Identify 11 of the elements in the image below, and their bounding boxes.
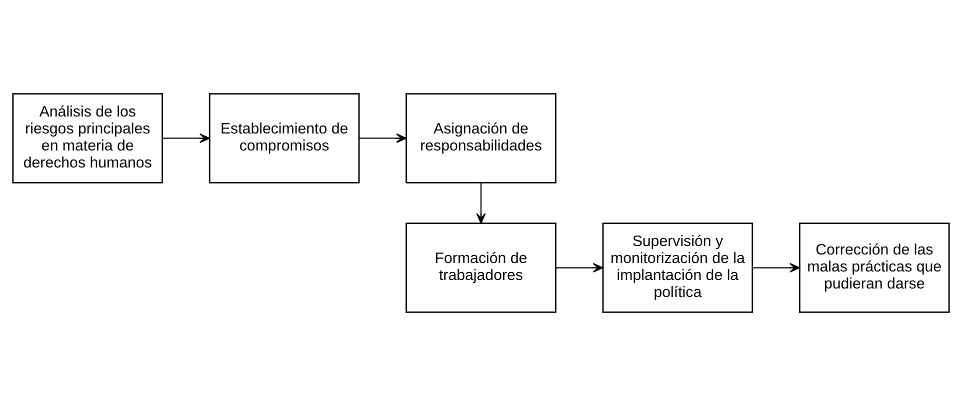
node-box: Corrección de las malas prácticas que pudieran darse	[798, 222, 950, 313]
arrow	[162, 133, 210, 144]
node-box: Análisis de los riesgos principales en materia de derechos humanos	[12, 93, 164, 184]
node-box: Establecimiento de compromisos	[208, 93, 360, 184]
arrow	[359, 133, 407, 144]
arrow	[476, 182, 486, 224]
node-box: Supervisión y monitorización de la implantación de la política	[602, 222, 754, 313]
node-box: Formación de trabajadores	[406, 222, 556, 313]
arrow	[752, 262, 800, 273]
node-box: Asignación de responsabilidades	[406, 93, 556, 184]
arrow	[556, 262, 604, 273]
